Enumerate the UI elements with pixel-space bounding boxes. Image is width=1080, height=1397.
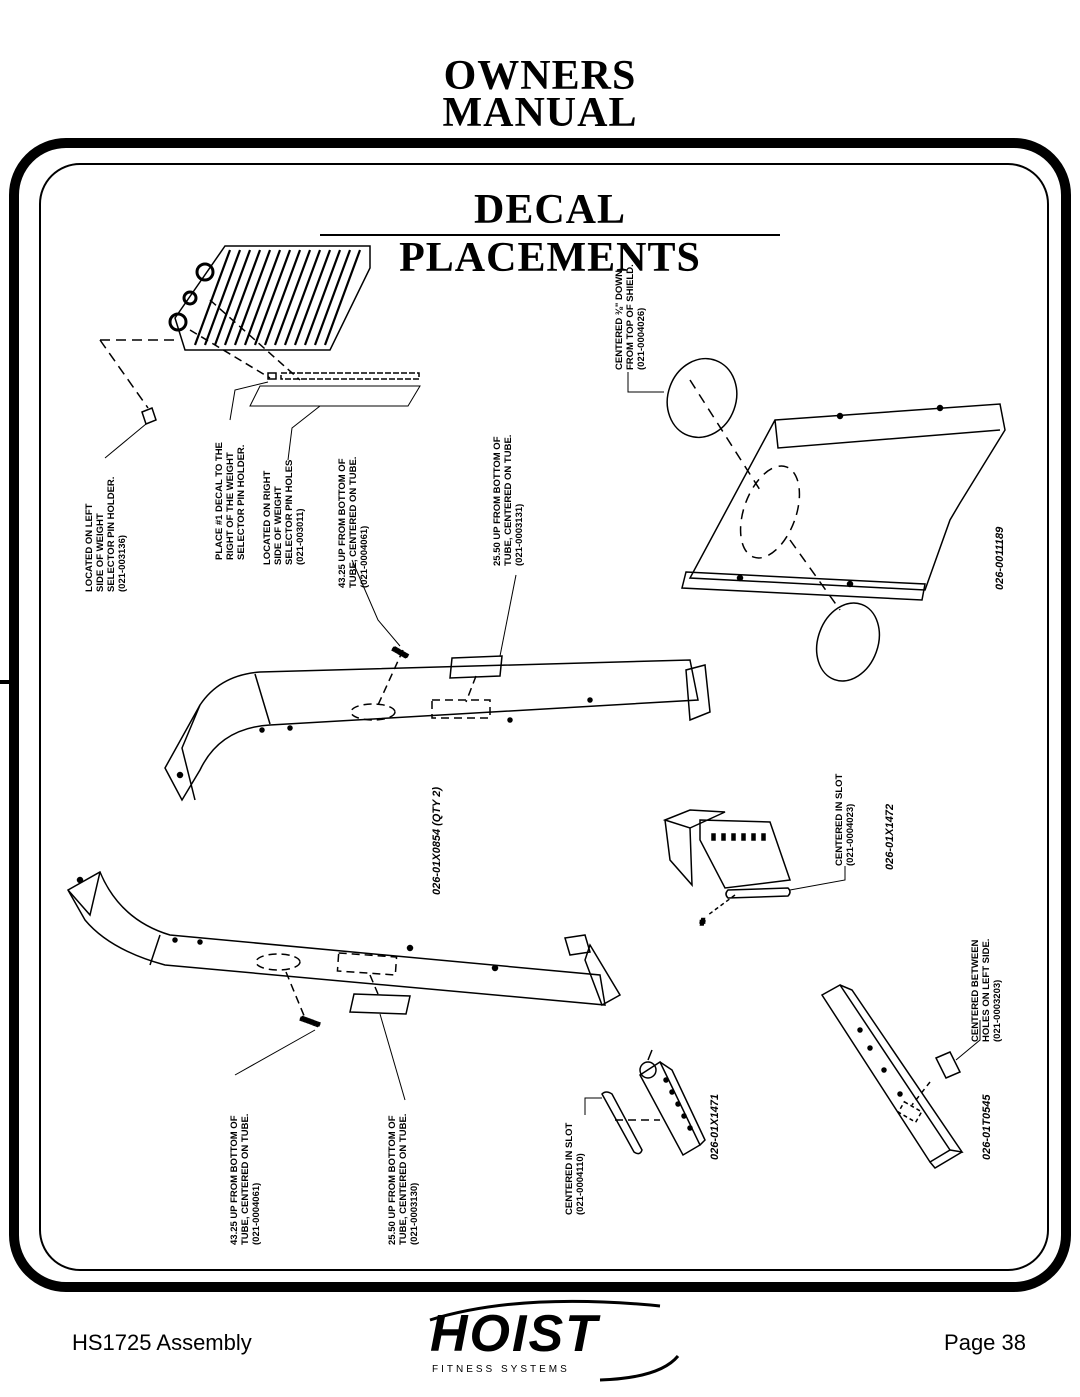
part-number-square-tube: 026-01T0545 [981,1094,993,1160]
callout-upper-43-line1: 43.25 UP FROM BOTTOM OF [337,458,348,588]
callout-pin-holes-line3: SELECTOR PIN HOLES [284,460,295,565]
small-slot-bracket-drawing [584,1049,706,1157]
callout-slot-1472-line2: (021-0004023) [845,804,856,866]
callout-lower-25-line1: 25.50 UP FROM BOTTOM OF [387,1115,398,1245]
callout-pin-holes-line4: (021-003011) [295,508,306,565]
callout-lower-25-line3: (021-0003130) [409,1183,420,1245]
callout-pin-holes-line2: SIDE OF WEIGHT [273,486,284,565]
callout-left-pin-holder-line3: SELECTOR PIN HOLDER. [106,477,117,592]
callout-left-pin-holder-line2: SIDE OF WEIGHT [95,513,106,592]
callout-shield-line2: FROM TOP OF SHIELD. [625,264,636,370]
callout-upper-25-line1: 25.50 UP FROM BOTTOM OF [492,436,503,566]
header-manual: MANUAL [442,90,638,136]
part-number-shield: 026-0011189 [994,526,1006,590]
slot-bracket-drawing: # [662,809,846,928]
title-underline [320,234,780,236]
footer-model: HS1725 Assembly [72,1330,252,1355]
callout-slot-1471-line2: (021-0004110) [575,1153,586,1215]
part-number-long-tube: 026-01X0854 (QTY 2) [431,787,443,895]
footer-page-number: Page 38 [944,1330,1026,1355]
callout-upper-43-line3: (021-0004061) [359,526,370,588]
callout-lower-25-line2: TUBE, CENTERED ON TUBE. [398,1114,409,1245]
svg-text:#####: ##### [391,647,409,661]
callout-upper-43-line2: TUBE, CENTERED ON TUBE. [348,457,359,588]
callout-upper-25-line2: TUBE, CENTERED ON TUBE. [503,435,514,566]
callout-place-decal-line2: RIGHT OF THE WEIGHT [225,452,236,560]
callout-holes-line3: (021-0003203) [992,980,1003,1042]
callout-left-pin-holder-line1: LOCATED ON LEFT [84,503,95,592]
callout-holes-line1: CENTERED BETWEEN [970,939,981,1042]
callout-lower-43-line3: (021-0004061) [251,1183,262,1245]
callout-shield-line1: CENTERED ⅜" DOWN, [614,267,625,370]
callout-lower-43-line1: 43.25 UP FROM BOTTOM OF [229,1115,240,1245]
weight-stack-drawing [99,245,421,461]
callout-holes-line2: HOLES ON LEFT SIDE. [981,939,992,1042]
callout-left-pin-holder-line4: (021-003136) [117,535,128,592]
callout-place-decal-line1: PLACE #1 DECAL TO THE [214,442,225,560]
header-owners: OWNERS [443,53,637,99]
callout-pin-holes-line1: LOCATED ON RIGHT [262,471,273,565]
callout-slot-1472-line1: CENTERED IN SLOT [834,773,845,866]
callout-upper-25-line3: (021-0003131) [514,504,525,566]
svg-text:#: # [700,917,705,927]
logo-swoosh [429,1299,661,1322]
upper-tube-drawing: ##### [164,559,711,802]
page-title: DECAL PLACEMENTS [399,187,701,281]
callout-shield-line3: (021-0004026) [636,308,647,370]
callout-lower-43-line2: TUBE, CENTERED ON TUBE. [240,1114,251,1245]
lower-tube-drawing: ###### [66,870,622,1101]
part-number-small-bracket: 026-01X1471 [709,1094,721,1160]
part-number-slot-bracket: 026-01X1472 [884,804,896,870]
callout-place-decal-line3: SELECTOR PIN HOLDER. [236,445,247,560]
hoist-logo: HOIST [430,1305,599,1363]
square-tube-drawing [820,984,981,1169]
logo-tagline: FITNESS SYSTEMS [432,1364,570,1375]
svg-text:######: ###### [299,1016,320,1029]
shield-drawing [627,357,1006,682]
callout-slot-1471-line1: CENTERED IN SLOT [564,1122,575,1215]
